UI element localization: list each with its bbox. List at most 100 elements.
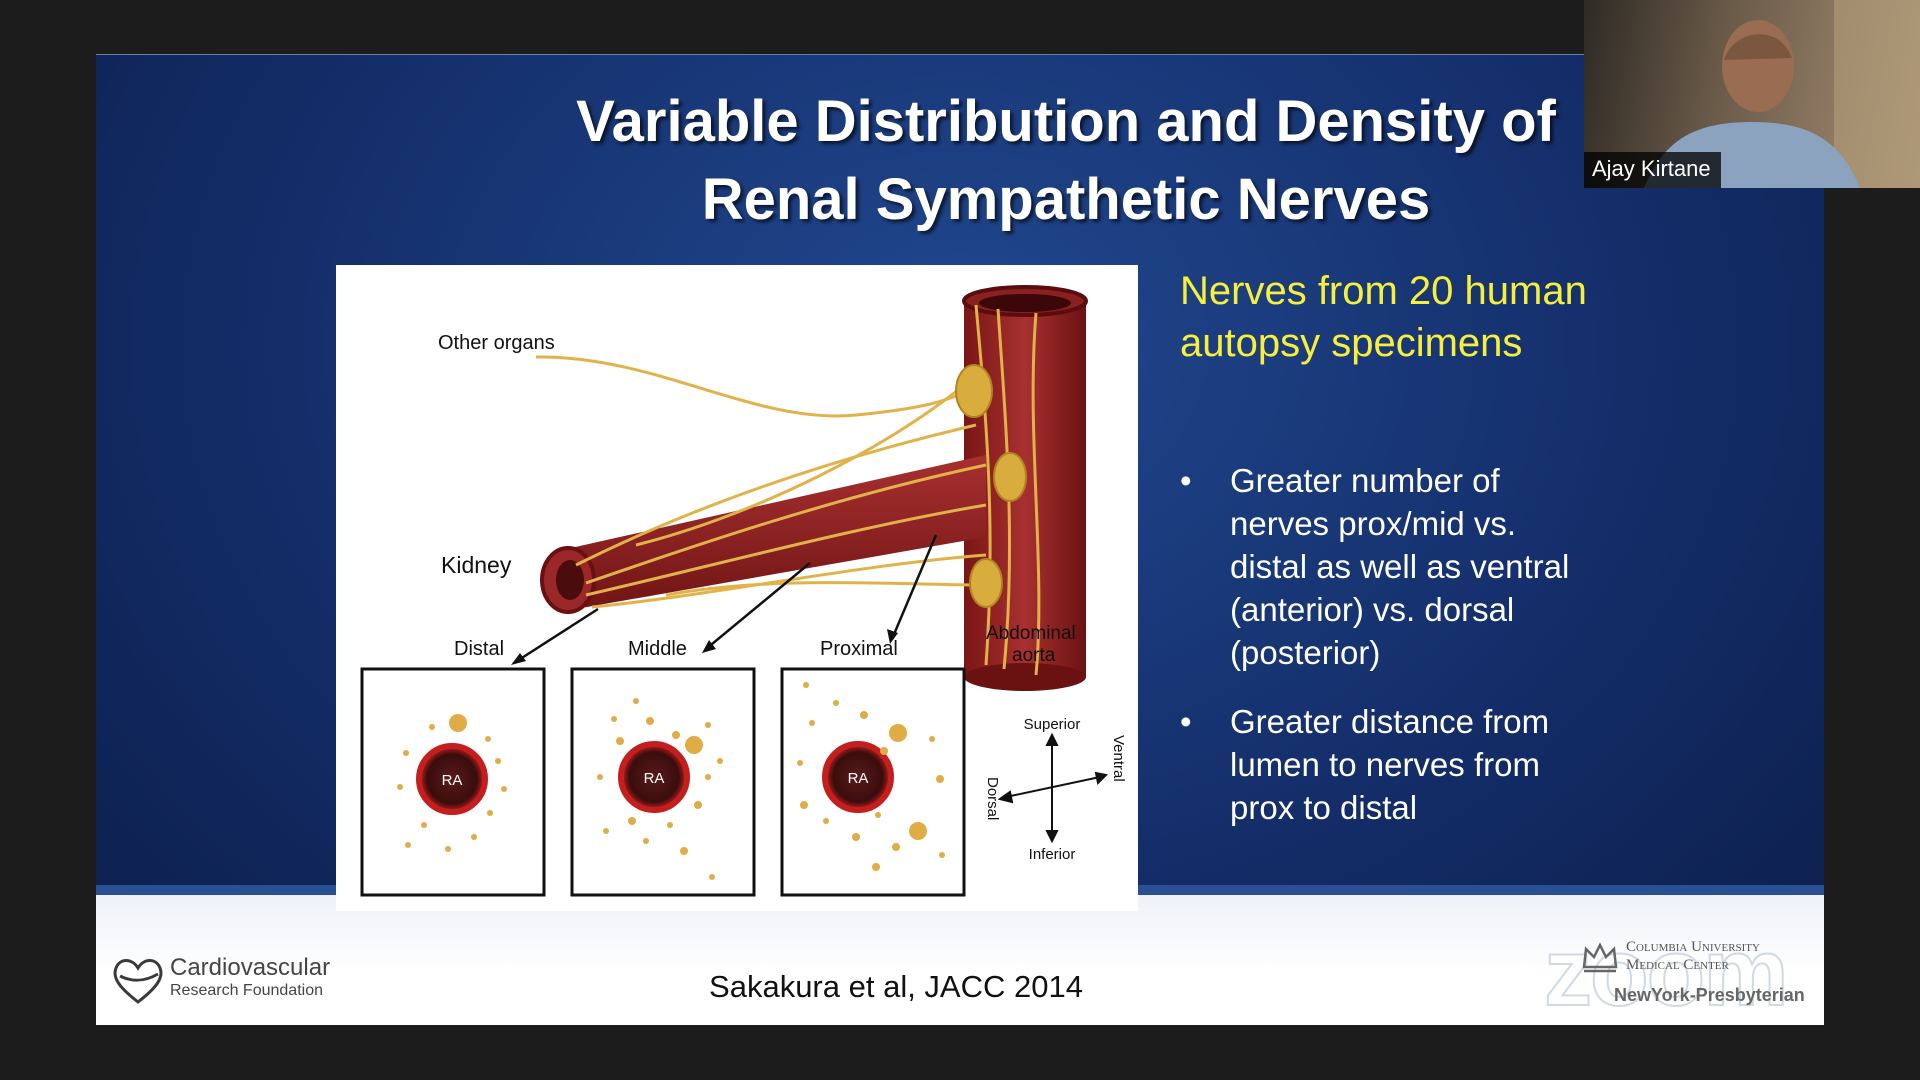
slide-footer [96,895,1824,1025]
nerve-dot [889,724,907,742]
columbia-line-1: Columbia University [1626,939,1760,955]
ra-label: RA [848,770,869,787]
bullet-item: • Greater number of nerves prox/mid vs. … [1180,459,1580,674]
nerve-dot [501,786,507,792]
arrowhead [511,653,526,665]
bullet-list: • Greater number of nerves prox/mid vs. … [1180,459,1580,855]
nerve-dot [797,760,803,766]
label-middle: Middle [628,638,687,660]
nerve-fiber [1031,312,1041,676]
ganglion [955,364,993,418]
label-kidney: Kidney [441,552,512,578]
nerve-dot [929,736,935,742]
ra-label: RA [644,770,665,787]
label-dorsal: Dorsal [984,777,1001,820]
nerve-dot [667,822,673,828]
nerve-fiber [635,373,977,547]
ganglion [969,558,1003,608]
nerve-dot [936,775,944,783]
nerve-dots [397,682,945,880]
nerve-dot [705,774,711,780]
title-line-2: Renal Sympathetic Nerves [701,167,1431,232]
nerve-fiber [575,423,977,567]
aorta-lumen [979,294,1071,312]
renal-artery-cross-section [618,741,690,813]
nerve-dot [685,736,703,754]
columbia-line-2: Medical Center [1626,957,1729,973]
label-distal: Distal [454,638,504,660]
label-ventral: Ventral [1110,735,1127,782]
crf-logo: Cardiovascular Research Foundation [110,952,340,1012]
slide-title: Variable Distribution and Density of Ren… [356,83,1776,239]
nerve-dot [487,810,493,816]
arrowhead [702,640,716,653]
bullet-marker: • [1180,703,1192,740]
presentation-slide: Variable Distribution and Density of Ren… [96,54,1824,1025]
nerve-dot [800,801,808,809]
nerve-dot [397,784,403,790]
columbia-logo: Columbia University Medical Center NewYo… [1576,939,1816,1019]
nerve-dot [680,847,688,855]
arrow [513,607,599,665]
label-aorta-line-2: aorta [1012,645,1056,666]
arrowhead [1094,771,1109,786]
nerve-dot [803,682,809,688]
arrow [890,534,938,640]
nerve-dot [616,737,624,745]
orientation-compass [997,732,1109,844]
nerve-dot [421,822,427,828]
nerve-dot [633,698,639,704]
label-aorta-line-1: Abdominal [986,623,1076,644]
nerve-dot [717,758,723,764]
renal-nerve-illustration: Other organs Kidney Abdominal aorta Dist… [360,285,1127,897]
nerve-dot [449,714,467,732]
nerve-dot [709,874,715,880]
nerve-dot [603,828,609,834]
crown-icon [1582,942,1618,973]
bullet-item: • Greater distance from lumen to nerves … [1180,700,1580,829]
nerve-dot [872,863,880,871]
nerve-dot [833,700,839,706]
nerve-dot [471,834,477,840]
arrowheads [511,629,898,665]
participant-video-tile[interactable]: Ajay Kirtane [1584,0,1920,188]
title-line-1: Variable Distribution and Density of [576,89,1556,154]
nerve-dot [495,758,501,764]
label-superior: Superior [1024,716,1081,733]
nerve-dot [860,711,868,719]
arrowhead [1045,732,1059,746]
nerve-dot [611,716,617,722]
zoom-watermark: zoom [1543,919,1790,1025]
crf-name: Cardiovascular [170,954,331,981]
nerve-dot [823,818,829,824]
nerve-fiber [591,553,987,609]
label-inferior: Inferior [1029,846,1076,863]
renal-artery [562,455,986,610]
compass-horizontal [1005,776,1101,798]
arrowhead [1045,830,1059,844]
nerve-dot [694,801,702,809]
nerve-fiber [585,463,987,585]
participant-name: Ajay Kirtane [1584,152,1721,188]
nerve-dot [597,774,603,780]
columbia-line-3: NewYork-Presbyterian [1614,985,1805,1005]
nerve-dot [429,724,435,730]
nerve-dot [643,838,649,844]
renal-artery-cross-section [416,743,488,815]
ganglion [993,452,1027,502]
arrowhead [997,790,1014,804]
nerve-dot [809,720,815,726]
label-proximal: Proximal [820,638,898,660]
distal-panel [360,667,546,897]
nerve-fiber [974,304,992,666]
nerve-dot [909,822,927,840]
nerve-dot [875,812,881,818]
nerve-fiber [585,503,987,597]
renal-artery-lumen [556,560,584,600]
citation: Sakakura et al, JACC 2014 [709,969,1083,1004]
nerve-dot [628,817,636,825]
nerve-dot [705,722,711,728]
bullet-marker: • [1180,462,1192,499]
ra-label: RA [442,772,463,789]
nerve-fiber [665,581,987,597]
